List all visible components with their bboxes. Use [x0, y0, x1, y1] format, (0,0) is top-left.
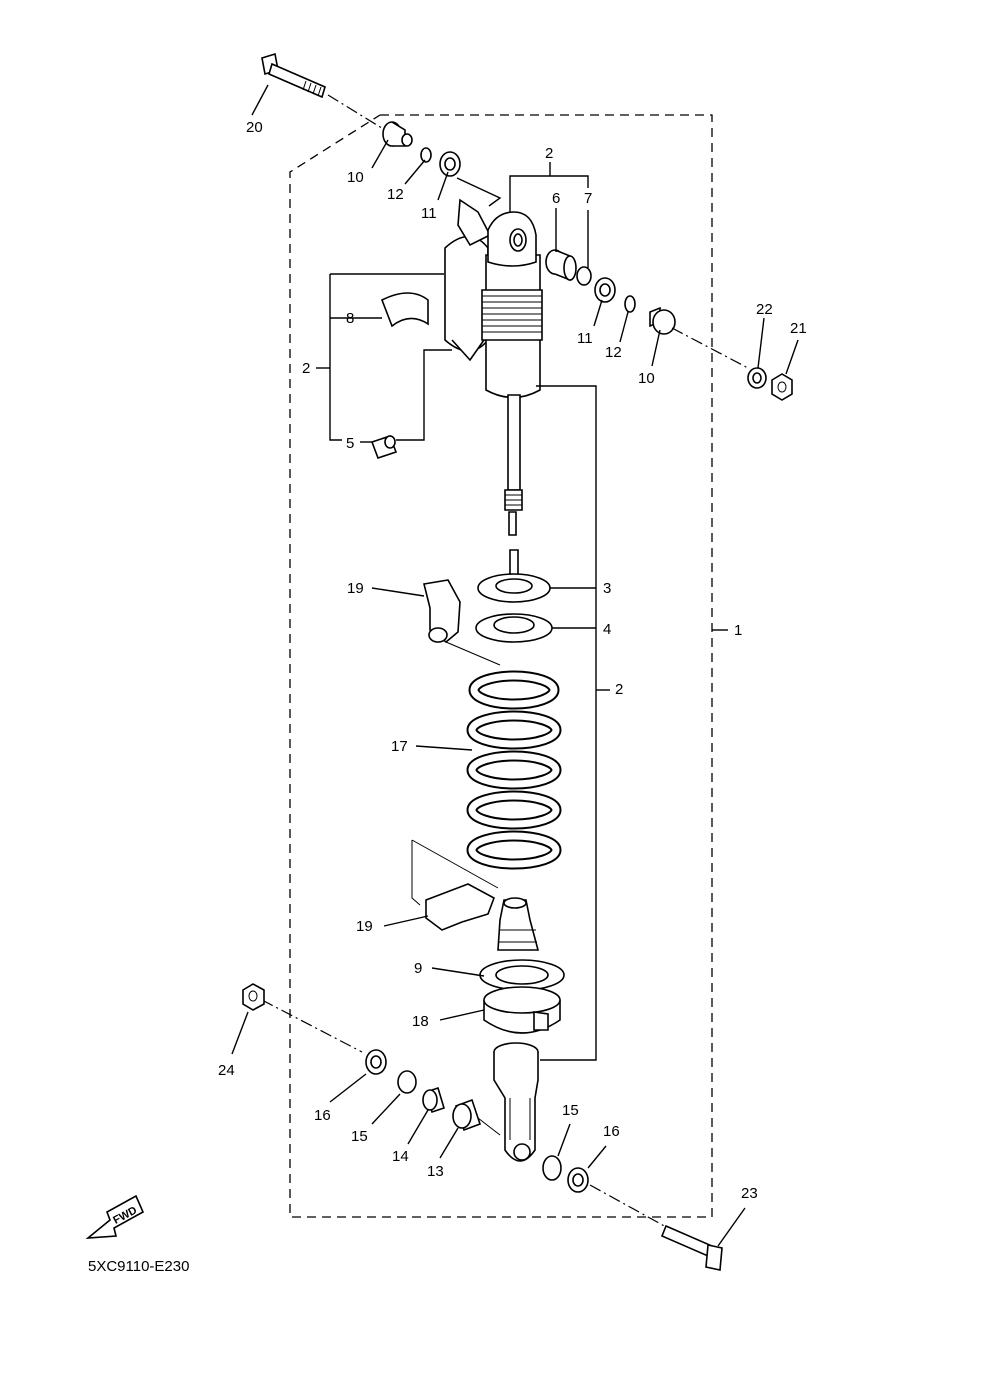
- callout-4: 4: [603, 621, 612, 638]
- callout-1: 1: [734, 622, 743, 639]
- nut-21: [771, 373, 793, 401]
- callout-2-top: 2: [545, 145, 554, 162]
- nut-24: [242, 983, 265, 1011]
- spring-guide-19-upper: [423, 579, 461, 644]
- callout-19-bottom: 19: [356, 918, 373, 935]
- collar-15-right: [542, 1155, 562, 1181]
- callout-2-right: 2: [615, 681, 624, 698]
- shock-main-body: [481, 211, 543, 399]
- callout-16-left: 16: [314, 1107, 331, 1124]
- cap-8: [380, 292, 429, 328]
- assembly-boundary: [289, 114, 713, 1218]
- callout-9: 9: [414, 960, 423, 977]
- collar-15-left: [397, 1070, 417, 1094]
- callout-11-top: 11: [421, 205, 437, 222]
- collar-6: [545, 249, 577, 282]
- bolt-20: [261, 52, 326, 99]
- oring-12-right: [624, 295, 636, 313]
- callout-24: 24: [218, 1062, 235, 1079]
- callout-18: 18: [412, 1013, 429, 1030]
- callout-22: 22: [756, 301, 773, 318]
- callout-12-right: 12: [605, 344, 622, 361]
- spring-17: [466, 670, 562, 870]
- shock-reservoir: [444, 198, 492, 362]
- collar-14: [422, 1086, 445, 1114]
- spring-seat-18: [483, 986, 561, 1034]
- bushing-10-right: [649, 306, 676, 335]
- callout-16-right: 16: [603, 1123, 620, 1140]
- callout-10-right: 10: [638, 370, 655, 387]
- callout-7: 7: [584, 190, 593, 207]
- callout-5: 5: [346, 435, 355, 452]
- callout-23: 23: [741, 1185, 758, 1202]
- callout-6: 6: [552, 190, 561, 207]
- reference-lines: [231, 84, 799, 1247]
- callout-15-right: 15: [562, 1102, 579, 1119]
- callout-19-top: 19: [347, 580, 364, 597]
- spring-guide-19-lower: [425, 883, 495, 931]
- valve-cap-5: [370, 434, 398, 460]
- callout-11-right: 11: [577, 330, 593, 347]
- rod-pin: [508, 511, 517, 536]
- bushing-16-right: [567, 1167, 589, 1193]
- fwd-arrow-icon: [85, 1194, 145, 1239]
- bump-stop: [497, 897, 540, 951]
- callout-3: 3: [603, 580, 612, 597]
- diagram-code: 5XC9110-E230: [88, 1258, 190, 1275]
- bushing-16-left: [365, 1049, 387, 1075]
- washer-22: [747, 367, 767, 389]
- adjust-nut-3: [477, 573, 551, 603]
- bearing-13: [452, 1098, 482, 1132]
- shock-rod: [504, 394, 523, 511]
- callout-14: 14: [392, 1148, 409, 1165]
- callout-12-top: 12: [387, 186, 404, 203]
- callout-13: 13: [427, 1163, 444, 1180]
- oring-12-upper: [420, 147, 432, 163]
- bearing-11-right: [594, 277, 616, 303]
- bearing-11-upper: [439, 151, 461, 177]
- lower-clevis: [493, 1042, 539, 1162]
- callout-20: 20: [246, 119, 263, 136]
- spring-seat-9: [479, 959, 565, 991]
- circlip-7: [576, 266, 592, 286]
- callout-2-left: 2: [302, 360, 311, 377]
- callout-10-top: 10: [347, 169, 364, 186]
- callout-21: 21: [790, 320, 807, 337]
- lock-nut-4: [475, 613, 553, 643]
- callout-15-left: 15: [351, 1128, 368, 1145]
- callout-17: 17: [391, 738, 408, 755]
- bolt-23: [660, 1224, 723, 1271]
- callout-8: 8: [346, 310, 355, 327]
